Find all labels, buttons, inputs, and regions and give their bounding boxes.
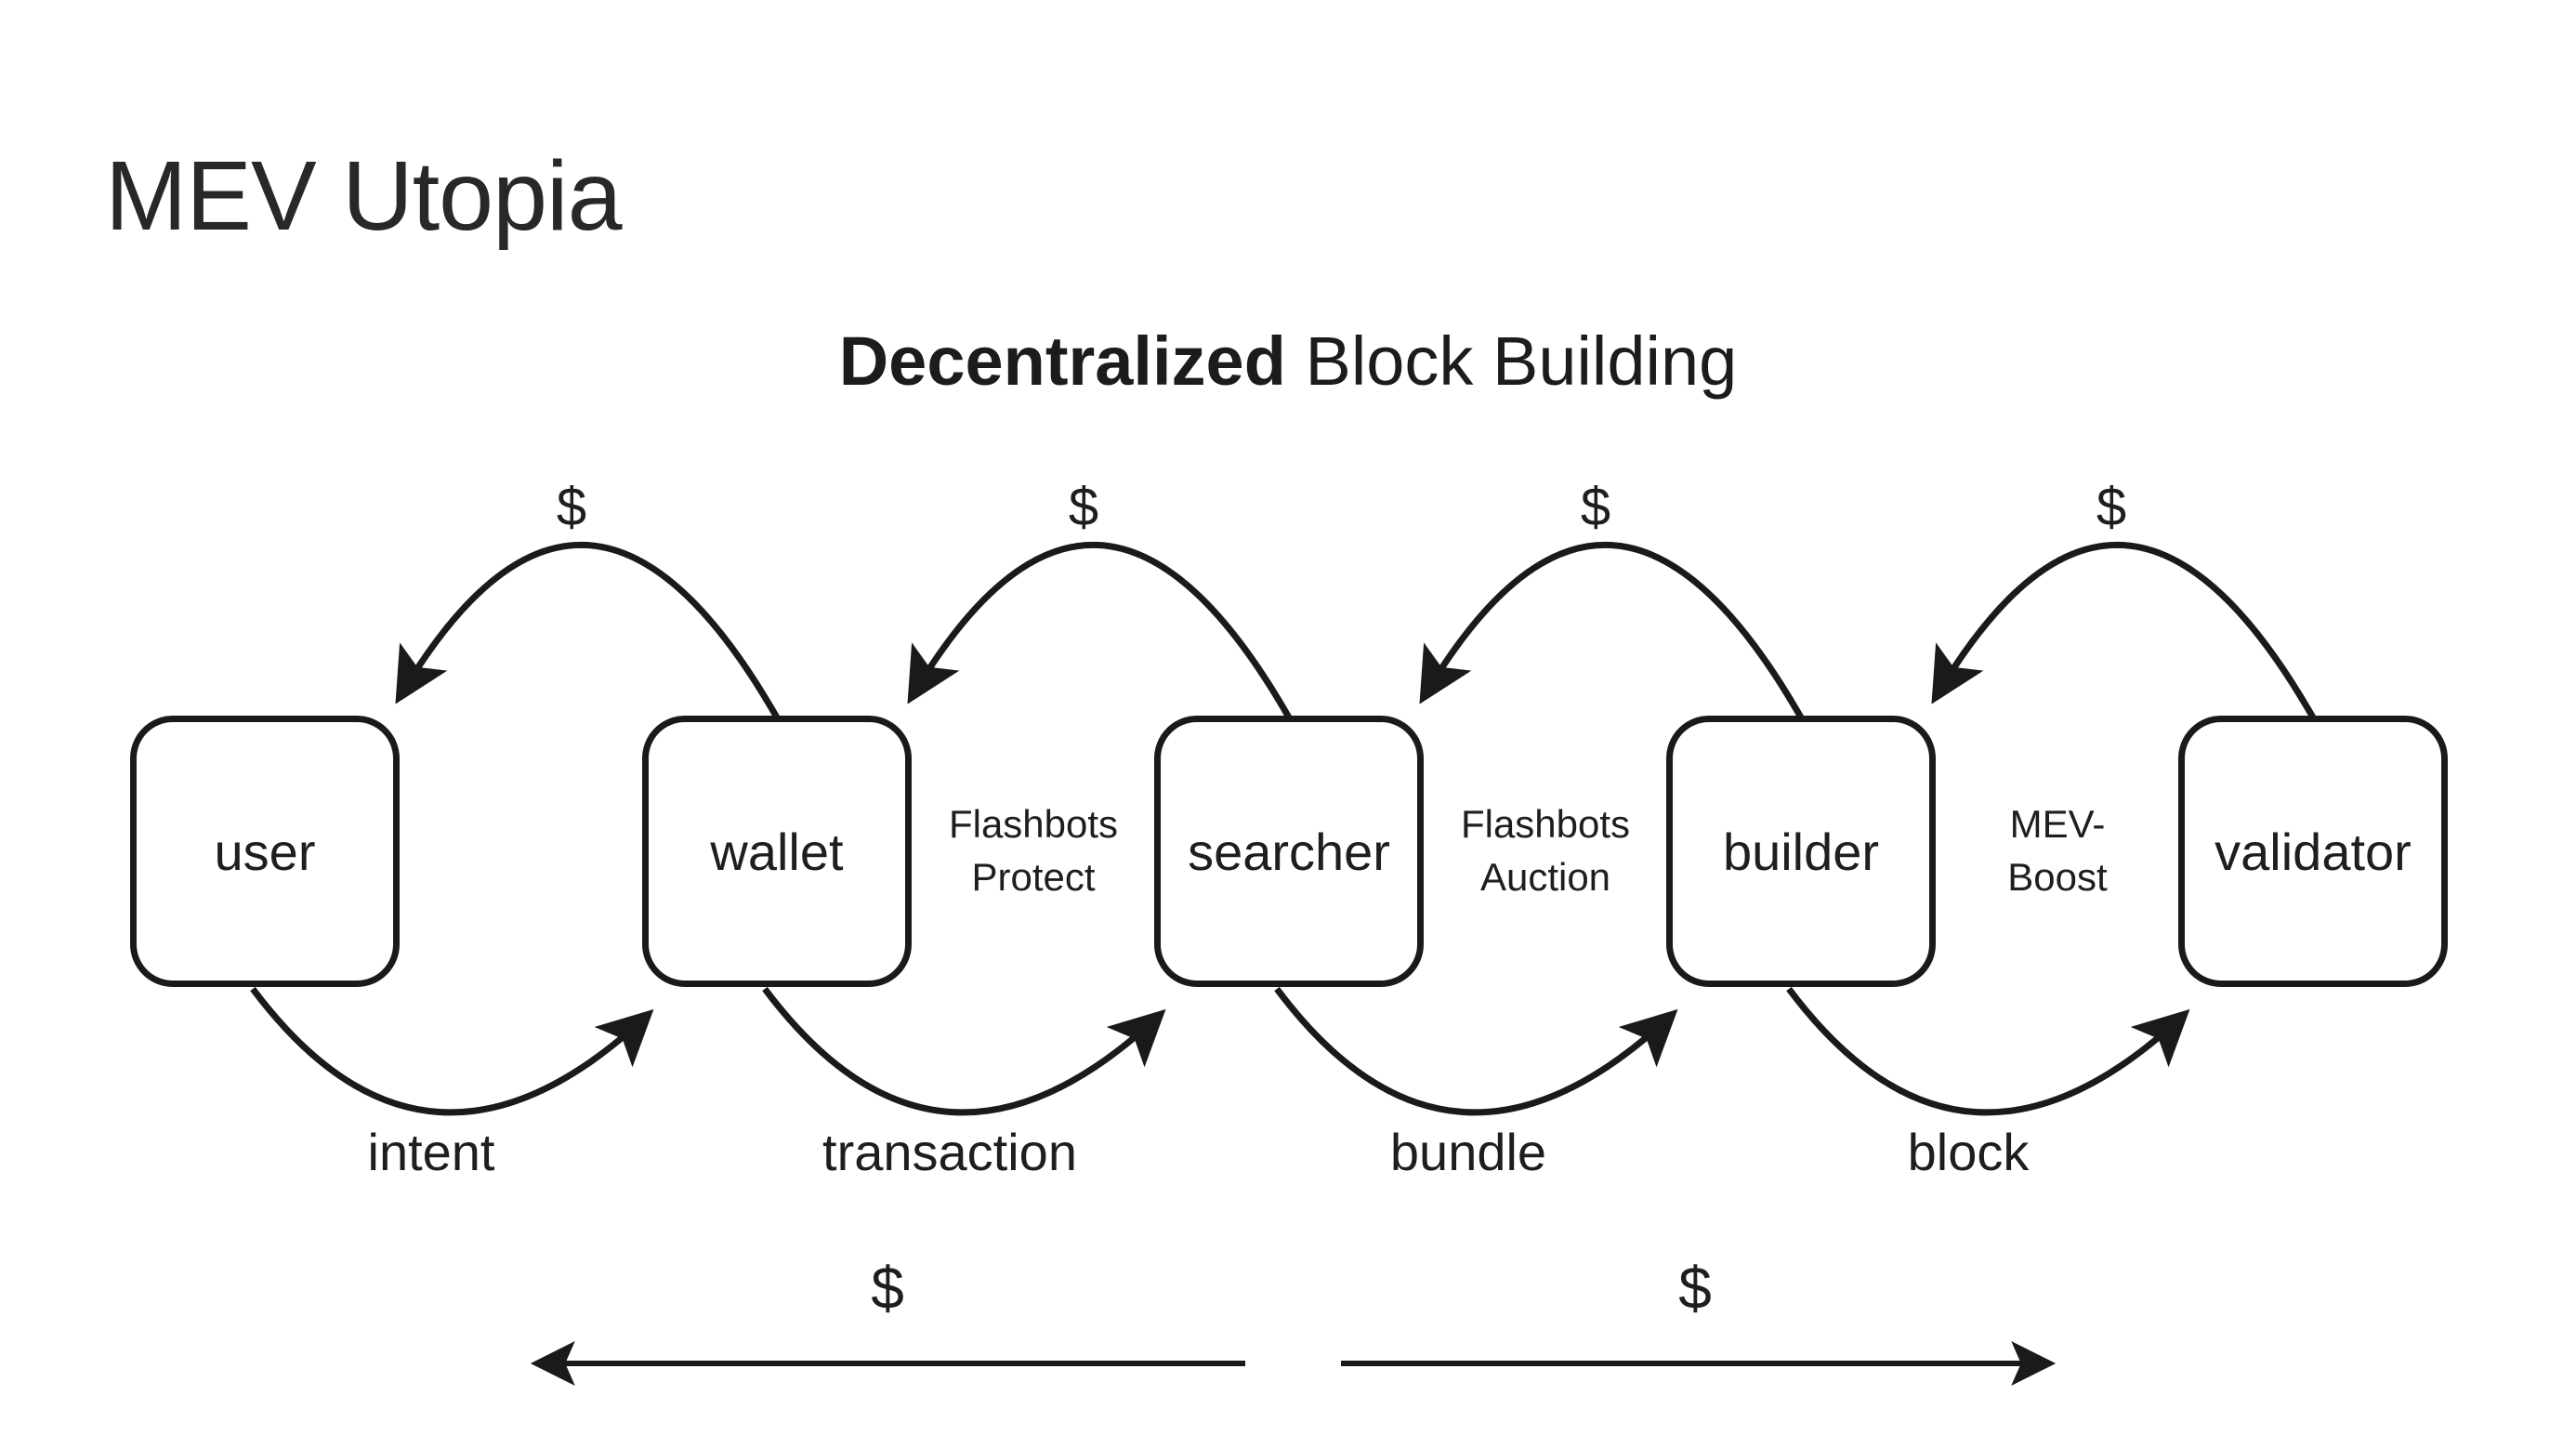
flow-label-block: block bbox=[1907, 1123, 2030, 1181]
node-builder-label: builder bbox=[1722, 822, 1880, 881]
dollar-arc-validator-to-builder bbox=[1931, 542, 2317, 719]
flow-label-bundle: bundle bbox=[1389, 1123, 1547, 1181]
node-searcher-label: searcher bbox=[1188, 822, 1390, 881]
connector-label-line1: Flashbots bbox=[1460, 802, 1631, 846]
connector-label-line1: Flashbots bbox=[948, 802, 1119, 846]
flow-arc-builder-to-validator bbox=[1786, 986, 2190, 1116]
flow-label-intent: intent bbox=[367, 1123, 495, 1181]
top-dollar-label-4: $ bbox=[2096, 477, 2127, 537]
node-validator-label: validator bbox=[2215, 822, 2412, 881]
dollar-arc-searcher-to-wallet bbox=[907, 542, 1293, 719]
dollar-arc-wallet-to-user bbox=[395, 542, 781, 719]
connector-label-flashbots-auction: Flashbots Auction bbox=[1397, 797, 1694, 903]
node-builder: builder bbox=[1666, 716, 1936, 987]
bottom-dollar-label-right: $ bbox=[1678, 1255, 1712, 1322]
connector-label-mev-boost: MEV- Boost bbox=[1909, 797, 2206, 903]
connector-label-flashbots-protect: Flashbots Protect bbox=[885, 797, 1182, 903]
connector-label-line2: Protect bbox=[971, 855, 1096, 899]
bottom-dollar-label-left: $ bbox=[871, 1255, 904, 1322]
top-dollar-label-1: $ bbox=[556, 477, 587, 537]
connector-label-line1: MEV- bbox=[2009, 802, 2106, 846]
node-searcher: searcher bbox=[1154, 716, 1424, 987]
flow-arc-user-to-wallet bbox=[250, 986, 654, 1116]
dollar-arc-builder-to-searcher bbox=[1419, 542, 1805, 719]
flow-arc-wallet-to-searcher bbox=[762, 986, 1166, 1116]
node-user: user bbox=[130, 716, 400, 987]
node-wallet-label: wallet bbox=[710, 822, 844, 881]
top-dollar-label-2: $ bbox=[1068, 477, 1099, 537]
flow-arc-searcher-to-builder bbox=[1274, 986, 1678, 1116]
node-user-label: user bbox=[214, 822, 316, 881]
subtitle-emphasis: Decentralized bbox=[838, 323, 1286, 400]
diagram-subtitle: Decentralized Block Building bbox=[0, 327, 2576, 396]
node-wallet: wallet bbox=[642, 716, 912, 987]
top-dollar-label-3: $ bbox=[1580, 477, 1611, 537]
flow-label-transaction: transaction bbox=[822, 1123, 1077, 1181]
connector-label-line2: Boost bbox=[2007, 855, 2108, 899]
connector-label-line2: Auction bbox=[1479, 855, 1611, 899]
subtitle-rest: Block Building bbox=[1285, 323, 1738, 400]
page-title: MEV Utopia bbox=[105, 141, 623, 251]
node-validator: validator bbox=[2178, 716, 2448, 987]
